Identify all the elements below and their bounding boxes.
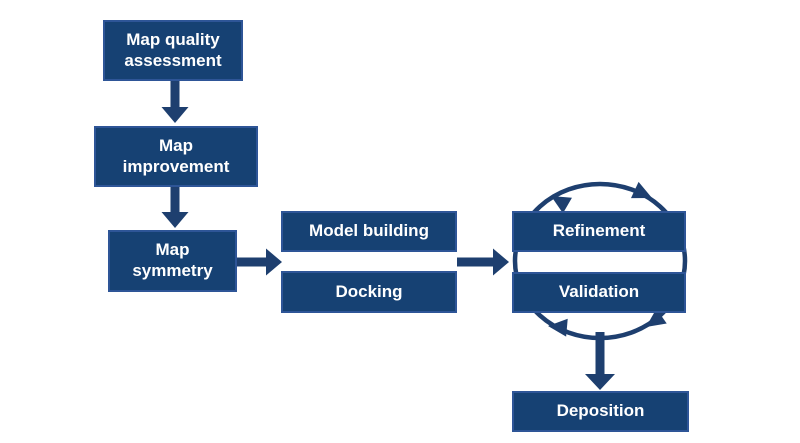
cycle-arrowhead-bottom-right-icon (646, 308, 667, 327)
box-deposition-label: Deposition (556, 401, 645, 421)
box-refinement: Refinement (512, 211, 686, 252)
box-map-improvement: Map improvement (94, 126, 258, 187)
box-docking: Docking (281, 271, 457, 313)
box-map-improvement-label: Map improvement (122, 135, 230, 176)
box-map-symmetry: Map symmetry (108, 230, 237, 292)
cycle-arrowhead-top-right-icon (630, 181, 652, 199)
box-validation-label: Validation (558, 282, 640, 302)
box-refinement-label: Refinement (552, 221, 646, 241)
box-map-symmetry-label: Map symmetry (132, 240, 213, 280)
box-docking-label: Docking (335, 281, 403, 301)
box-validation: Validation (512, 272, 686, 313)
arrow-down-cycle-to-deposition-icon (585, 332, 615, 390)
box-map-quality-assessment: Map quality assessment (103, 20, 243, 81)
box-model-building-label: Model building (309, 221, 429, 241)
arrow-right-modeling-to-refinement-icon (457, 248, 509, 276)
cycle-arrowhead-top-left-icon (551, 196, 572, 214)
box-model-building: Model building (281, 211, 457, 252)
box-deposition: Deposition (512, 391, 689, 432)
cycle-arrowhead-bottom-left-icon (548, 318, 568, 337)
arrow-right-symmetry-to-modeling-icon (237, 248, 282, 276)
box-map-quality-assessment-label: Map quality assessment (124, 29, 222, 70)
arrow-down-quality-to-improvement-icon (161, 80, 189, 123)
arrow-down-improvement-to-symmetry-icon (161, 186, 189, 228)
